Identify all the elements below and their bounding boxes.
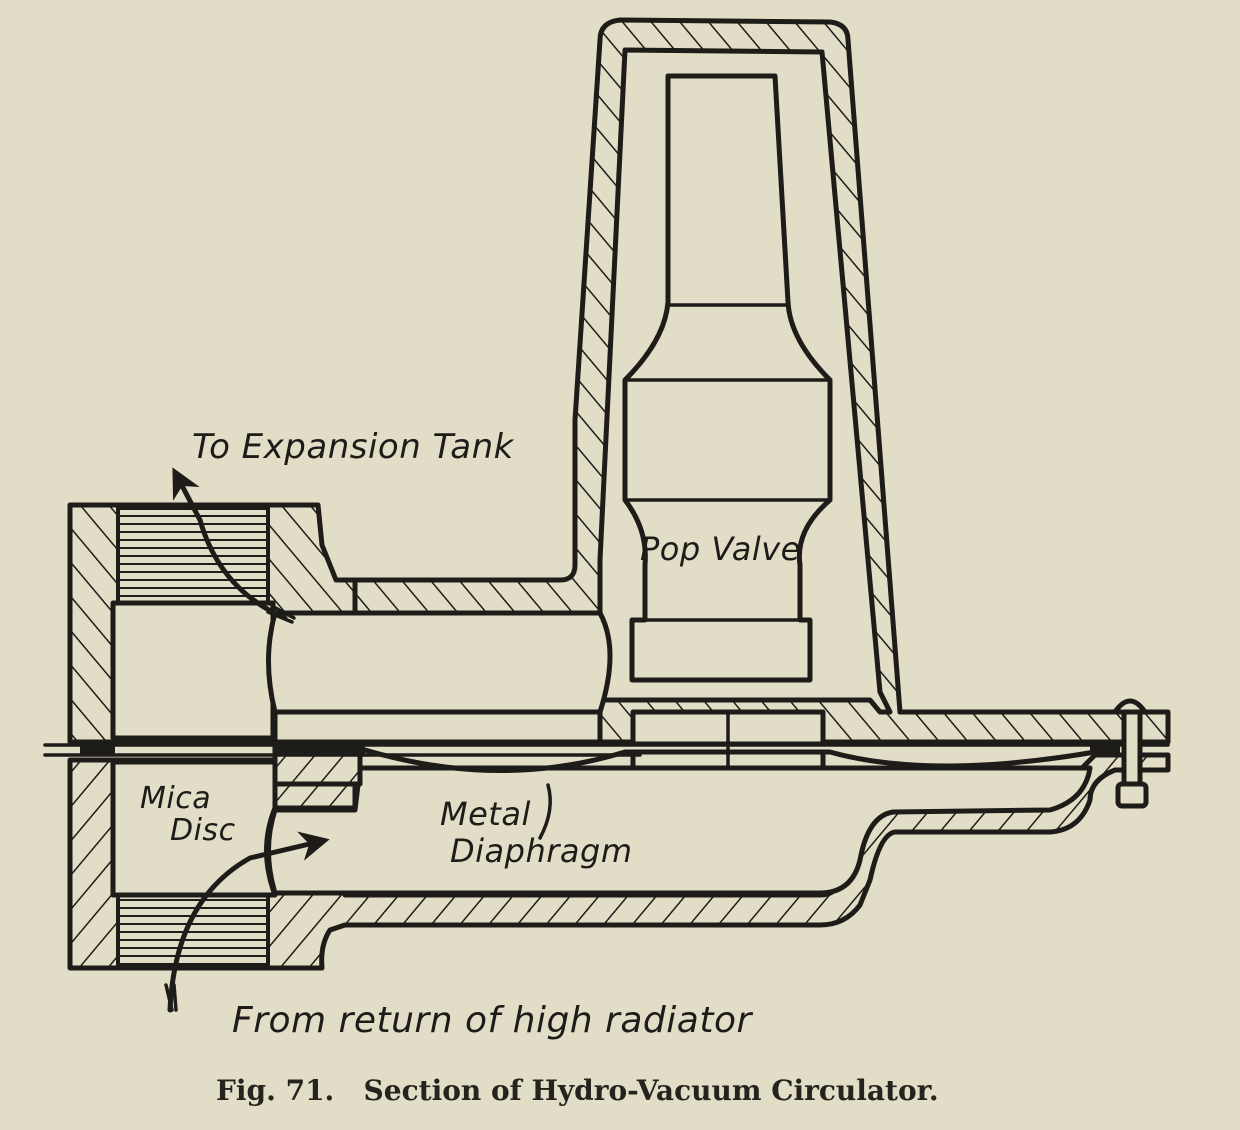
figure-caption: Fig. 71. Section of Hydro-Vacuum Circula… bbox=[216, 1074, 939, 1107]
flow-tail-lower bbox=[164, 983, 178, 1012]
label-metal-diaphragm-2: Diaphragm bbox=[450, 832, 632, 870]
gasket-right bbox=[1090, 740, 1120, 754]
label-from-return: From return of high radiator bbox=[232, 1000, 753, 1041]
upper-casting bbox=[67, 17, 1171, 745]
lower-thread bbox=[116, 893, 270, 969]
upper-channel-lower bbox=[272, 709, 603, 745]
bolt-nut bbox=[1115, 781, 1149, 809]
diaphragm-assembly bbox=[43, 698, 1170, 809]
label-pop-valve: Pop Valve bbox=[640, 530, 801, 568]
lower-casting bbox=[67, 743, 1171, 971]
diaphragm-leader bbox=[538, 783, 552, 840]
label-metal-diaphragm-1: Metal bbox=[440, 795, 531, 833]
arrow-right-icon bbox=[167, 831, 330, 1013]
upper-channel bbox=[266, 610, 613, 715]
pop-valve-body bbox=[622, 73, 833, 683]
bolt-head bbox=[1112, 698, 1148, 715]
upper-thread bbox=[116, 506, 270, 605]
label-expansion-tank: To Expansion Tank bbox=[192, 427, 515, 467]
arrow-up-icon bbox=[172, 467, 288, 621]
label-mica-disc-1: Mica bbox=[140, 781, 211, 816]
metal-diaphragm bbox=[362, 747, 1098, 773]
flow-tail-upper bbox=[266, 604, 296, 624]
upper-bore bbox=[110, 600, 276, 741]
bolt-shank bbox=[1121, 709, 1143, 787]
label-mica-disc-2: Disc bbox=[170, 813, 236, 848]
lower-channel bbox=[266, 765, 1093, 896]
